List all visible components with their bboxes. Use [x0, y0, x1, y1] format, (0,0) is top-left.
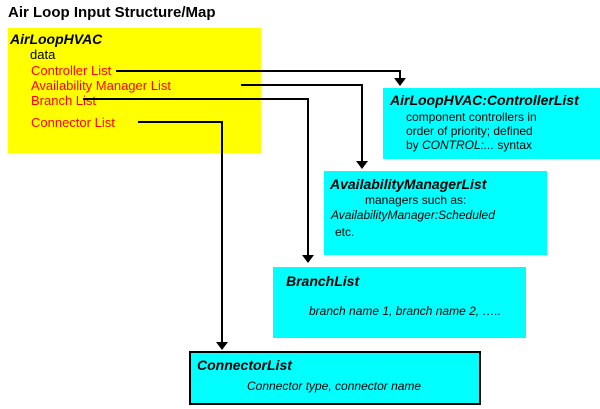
- item-connector-list: Connector List: [31, 115, 115, 130]
- controllerlist-header: AirLoopHVAC:ControllerList: [390, 92, 579, 108]
- branchlist-header: BranchList: [286, 273, 360, 289]
- connectorlist-box: ConnectorList Connector type, connector …: [189, 351, 481, 405]
- controllerlist-line3-keyword: CONTROL:...: [422, 138, 495, 152]
- item-controller-list: Controller List: [31, 63, 112, 78]
- branchlist-body: branch name 1, branch name 2, …..: [309, 304, 502, 318]
- connectorlist-body: Connector type, connector name: [247, 379, 422, 393]
- airloophvac-data-label: data: [30, 47, 56, 62]
- controllerlist-line1: component controllers in: [406, 110, 537, 124]
- item-availability-manager-list: Availability Manager List: [31, 78, 171, 93]
- controllerlist-line3-prefix: by: [406, 138, 423, 152]
- availabilitymanagerlist-box: AvailabilityManagerList managers such as…: [324, 171, 547, 255]
- controllerlist-line2: order of priority; defined: [406, 124, 533, 138]
- airloophvac-header: AirLoopHVAC: [10, 31, 103, 47]
- availabilitymanagerlist-header: AvailabilityManagerList: [330, 176, 487, 192]
- arrow-connector-list: [138, 121, 228, 350]
- availabilitymanagerlist-line2: AvailabilityManager:Scheduled: [331, 208, 495, 222]
- availabilitymanagerlist-line3: etc.: [335, 225, 355, 239]
- connectorlist-header: ConnectorList: [197, 357, 292, 373]
- controllerlist-line3: by CONTROL:... syntax: [406, 138, 532, 152]
- availabilitymanagerlist-line1: managers such as:: [365, 193, 467, 207]
- controllerlist-line3-suffix: syntax: [494, 138, 533, 152]
- branchlist-box: BranchList branch name 1, branch name 2,…: [273, 267, 526, 338]
- airloophvac-box: AirLoopHVAC data Controller List Availab…: [8, 28, 261, 153]
- item-branch-list: Branch List: [31, 93, 97, 108]
- controllerlist-box: AirLoopHVAC:ControllerList component con…: [383, 88, 600, 159]
- page-title: Air Loop Input Structure/Map: [8, 4, 216, 21]
